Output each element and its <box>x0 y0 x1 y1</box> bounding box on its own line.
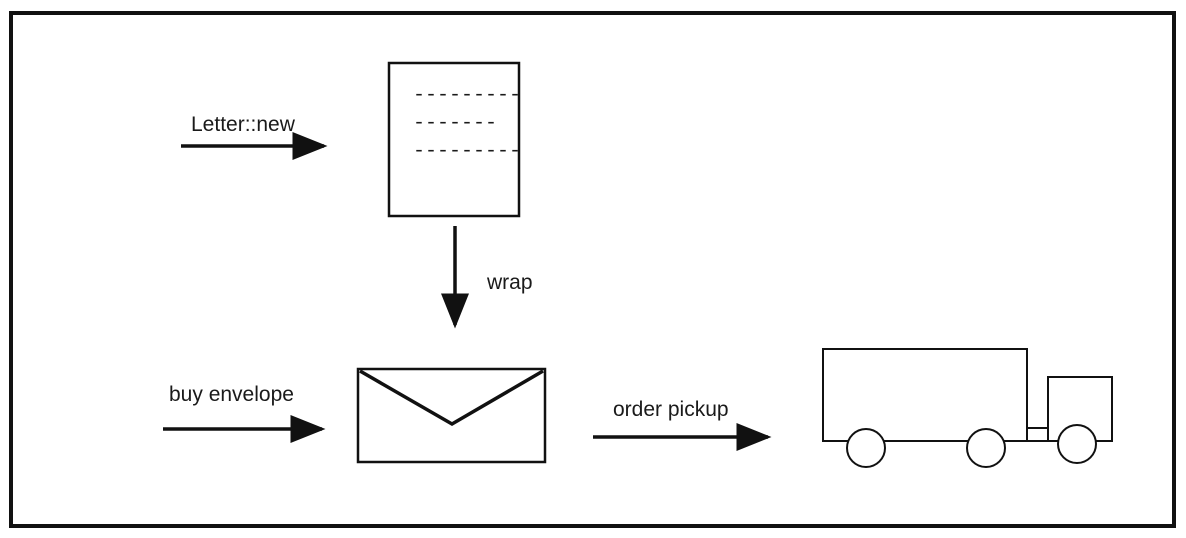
buy-envelope-label: buy envelope <box>169 383 294 406</box>
document-line-3: --------- <box>413 140 521 163</box>
document-line-1: --------- <box>413 84 521 107</box>
envelope-icon <box>356 367 547 464</box>
order-pickup-label: order pickup <box>613 398 729 421</box>
truck-wheel-front <box>1057 424 1097 464</box>
letter-new-label: Letter::new <box>191 113 296 136</box>
document-line-2: ------- <box>413 112 497 135</box>
truck-wheel-rear <box>846 428 886 468</box>
truck-wheel-middle <box>966 428 1006 468</box>
truck-cargo-box <box>822 348 1028 442</box>
wrap-label: wrap <box>486 271 533 294</box>
truck-icon <box>822 348 1113 468</box>
document-icon: --------- ------- --------- <box>387 61 521 218</box>
truck-hitch <box>1026 427 1049 442</box>
